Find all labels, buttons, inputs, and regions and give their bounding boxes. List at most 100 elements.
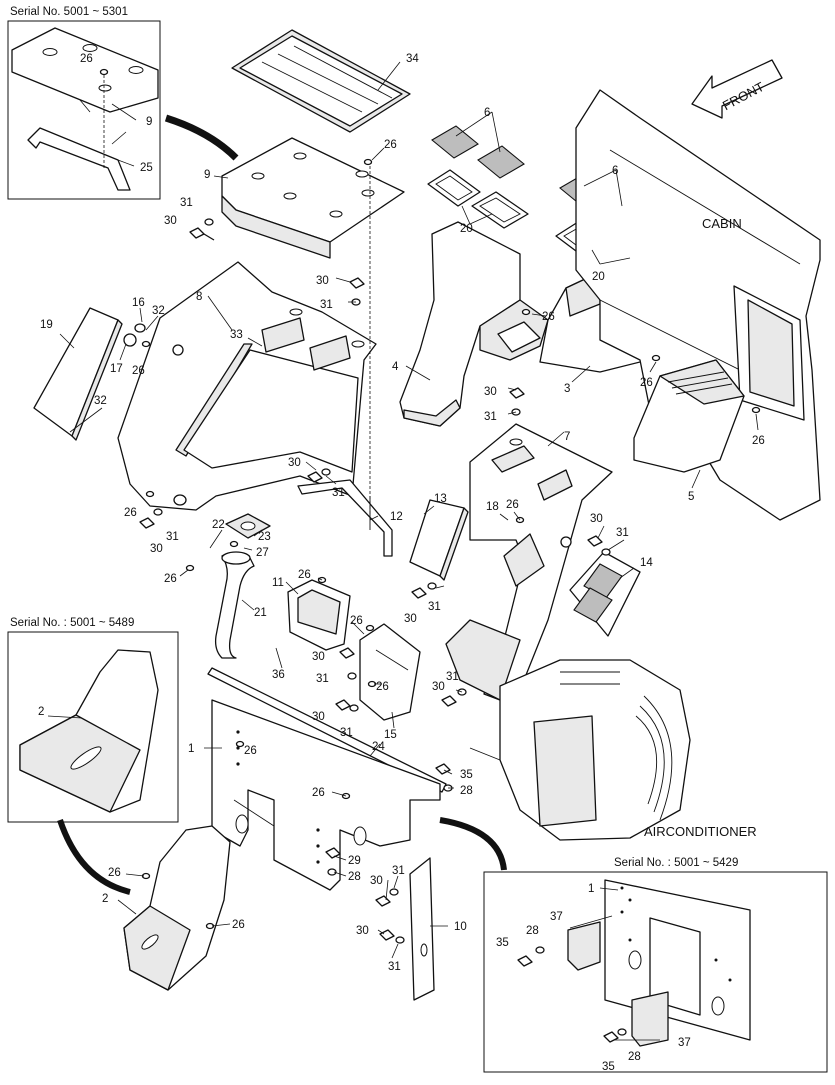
part-4-air-duct [399, 221, 549, 427]
callout: 30 [432, 681, 445, 693]
part-34-floor-mat [231, 29, 411, 133]
callout: 25 [140, 162, 153, 174]
callout: 37 [550, 911, 563, 923]
callout: 36 [272, 669, 285, 681]
callout: 2 [102, 893, 108, 905]
callout: 30 [288, 457, 301, 469]
part-8-console-cover [117, 261, 377, 511]
callout: 10 [454, 921, 467, 933]
serial-note-bottom-right: Serial No. : 5001 ~ 5429 [614, 857, 738, 869]
callout: 5 [688, 491, 694, 503]
inset-middle-left [7, 631, 179, 823]
callout: 35 [496, 937, 509, 949]
callout: 23 [258, 531, 271, 543]
part-14-switch-panel [569, 551, 641, 637]
callout: 30 [150, 543, 163, 555]
callout: 21 [254, 607, 267, 619]
callout: 33 [230, 329, 243, 341]
callout: 15 [384, 729, 397, 741]
callout: 28 [460, 785, 473, 797]
inset-bracket-upper [567, 921, 601, 971]
callout: 29 [348, 855, 361, 867]
cabin-wall [575, 89, 821, 521]
part-24-strip [207, 667, 447, 793]
callout: 2 [38, 706, 44, 718]
callout: 31 [332, 487, 345, 499]
callout: 18 [486, 501, 499, 513]
callout: 31 [392, 865, 405, 877]
part-19-side-panel [33, 307, 123, 441]
callout: 26 [164, 573, 177, 585]
callout: 30 [356, 925, 369, 937]
callout: 31 [180, 197, 193, 209]
leader-lines [59, 61, 759, 959]
callout: 31 [428, 601, 441, 613]
callout: 26 [640, 377, 653, 389]
callout: 31 [320, 299, 333, 311]
callout: 6 [612, 165, 618, 177]
inset-bracket [27, 127, 131, 191]
callout: 35 [602, 1061, 615, 1073]
callout: 30 [312, 711, 325, 723]
callout: 37 [678, 1037, 691, 1049]
callout: 17 [110, 363, 123, 375]
callout: 26 [312, 787, 325, 799]
callout: 32 [152, 305, 165, 317]
callout: 6 [484, 107, 490, 119]
callout: 26 [506, 499, 519, 511]
callout: 26 [132, 365, 145, 377]
callout: 9 [146, 116, 152, 128]
part-2-air-duct-lower [123, 825, 231, 991]
callout: 3 [564, 383, 570, 395]
callout: 26 [108, 867, 121, 879]
callout: 30 [370, 875, 383, 887]
callout: 12 [390, 511, 403, 523]
callout: 20 [460, 223, 473, 235]
serial-note-top-left: Serial No. 5001 ~ 5301 [10, 6, 128, 18]
callout: 34 [406, 53, 419, 65]
callout: 31 [340, 727, 353, 739]
callout-numbers: 26 9 25 34 26 9 31 30 30 31 8 19 16 32 1… [38, 53, 765, 1073]
callout: 28 [628, 1051, 641, 1063]
part-7-rear-console [445, 423, 613, 701]
inset-bottom-right [483, 871, 828, 1073]
callout: 19 [40, 319, 53, 331]
callout: 30 [312, 651, 325, 663]
callout: 26 [350, 615, 363, 627]
part-5-bellows-duct [633, 359, 745, 473]
airconditioner-label: AIRCONDITIONER [644, 824, 757, 839]
callout: 26 [752, 435, 765, 447]
callout: 35 [460, 769, 473, 781]
callout: 31 [484, 411, 497, 423]
callout: 31 [316, 673, 329, 685]
callout: 30 [404, 613, 417, 625]
callout: 24 [372, 741, 385, 753]
callout: 16 [132, 297, 145, 309]
part-10-side-plate [409, 857, 435, 1001]
callout: 14 [640, 557, 653, 569]
callout: 26 [376, 681, 389, 693]
callout: 11 [272, 577, 284, 589]
callout: 31 [446, 671, 459, 683]
front-arrow: FRONT [691, 59, 783, 119]
part-13-lid [409, 499, 469, 581]
callout: 26 [542, 311, 555, 323]
callout: 26 [124, 507, 137, 519]
callout: 27 [256, 547, 269, 559]
callout: 4 [392, 361, 399, 373]
part-12-bracket [297, 479, 393, 557]
callout: 30 [484, 386, 497, 398]
callout: 31 [388, 961, 401, 973]
callout: 8 [196, 291, 202, 303]
callout: 9 [204, 169, 210, 181]
callout: 26 [384, 139, 397, 151]
part-11-panel-frame [287, 579, 351, 651]
callout: 26 [244, 745, 257, 757]
callout: 28 [348, 871, 361, 883]
callout: 13 [434, 493, 447, 505]
callout: 26 [232, 919, 245, 931]
fasteners [99, 68, 761, 1043]
callout: 7 [564, 431, 570, 443]
callout: 26 [80, 53, 93, 65]
